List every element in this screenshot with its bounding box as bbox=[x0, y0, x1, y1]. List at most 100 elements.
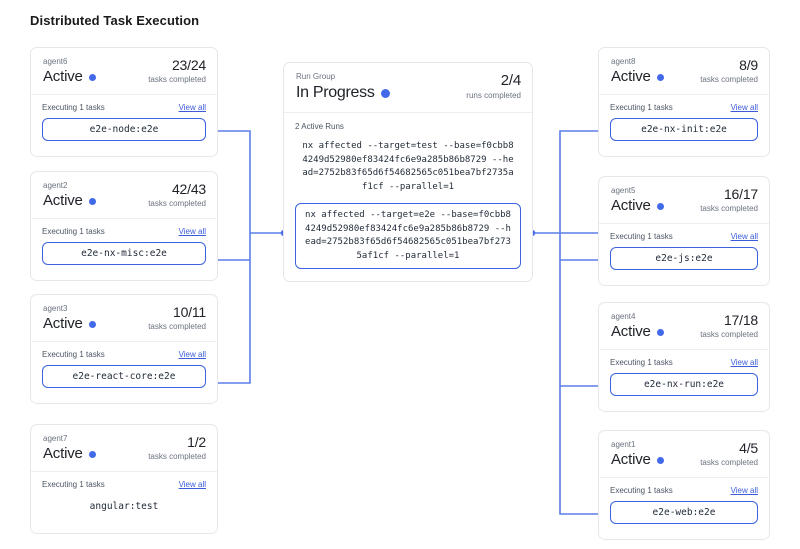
run-group-header: Run Group In Progress 2/4 runs completed bbox=[284, 63, 532, 113]
task-chip[interactable]: e2e-node:e2e bbox=[42, 118, 206, 141]
run-group-label: Run Group bbox=[296, 72, 336, 81]
agent-body-top: Executing 1 tasks View all bbox=[42, 227, 206, 236]
agent-card-agent2[interactable]: agent2 Active 42/43 tasks completed Exec… bbox=[30, 171, 218, 281]
agent-name: agent4 bbox=[611, 312, 636, 321]
agent-card-body: Executing 1 tasks View all e2e-nx-run:e2… bbox=[599, 350, 769, 406]
tasks-count: 16/17 bbox=[723, 186, 758, 202]
status-dot-icon bbox=[656, 329, 664, 336]
agent-count-block: 10/11 tasks completed bbox=[148, 304, 206, 332]
task-chip[interactable]: e2e-js:e2e bbox=[610, 247, 758, 270]
run-command-highlighted[interactable]: nx affected --target=e2e --base=f0cbb842… bbox=[295, 203, 521, 269]
runs-count-label: runs completed bbox=[466, 91, 521, 100]
view-all-link[interactable]: View all bbox=[730, 103, 758, 112]
task-chip[interactable]: e2e-nx-run:e2e bbox=[610, 373, 758, 396]
agent-card-agent5[interactable]: agent5 Active 16/17 tasks completed Exec… bbox=[598, 176, 770, 286]
agent-status-row: Active bbox=[611, 197, 758, 214]
agent-card-agent8[interactable]: agent8 Active 8/9 tasks completed Execut… bbox=[598, 47, 770, 157]
executing-label: Executing 1 tasks bbox=[42, 227, 105, 236]
agent-count-block: 23/24 tasks completed bbox=[148, 57, 206, 85]
tasks-count-label: tasks completed bbox=[148, 452, 206, 461]
agent-card-header: agent5 Active 16/17 tasks completed bbox=[599, 177, 769, 224]
task-chip[interactable]: angular:test bbox=[89, 501, 159, 512]
agent-name: agent1 bbox=[611, 440, 636, 449]
agent-status-text: Active bbox=[43, 445, 83, 462]
view-all-link[interactable]: View all bbox=[178, 103, 206, 112]
agent-card-header: agent7 Active 1/2 tasks completed bbox=[31, 425, 217, 472]
runs-count: 2/4 bbox=[500, 72, 521, 89]
agent-card-header: agent6 Active 23/24 tasks completed bbox=[31, 48, 217, 95]
status-dot-icon bbox=[88, 321, 96, 328]
agent-body-top: Executing 1 tasks View all bbox=[42, 350, 206, 359]
agent-card-agent3[interactable]: agent3 Active 10/11 tasks completed Exec… bbox=[30, 294, 218, 404]
agent-status-text: Active bbox=[43, 192, 83, 209]
run-group-status-row: In Progress bbox=[296, 83, 521, 102]
agent-status-row: Active bbox=[611, 451, 758, 468]
agent-status-text: Active bbox=[611, 68, 651, 85]
run-command[interactable]: nx affected --target=test --base=f0cbb84… bbox=[302, 141, 514, 192]
agent-card-agent4[interactable]: agent4 Active 17/18 tasks completed Exec… bbox=[598, 302, 770, 412]
agent-body-top: Executing 1 tasks View all bbox=[42, 103, 206, 112]
tasks-count-label: tasks completed bbox=[700, 330, 758, 339]
agent-count-block: 8/9 tasks completed bbox=[700, 57, 758, 85]
view-all-link[interactable]: View all bbox=[730, 486, 758, 495]
executing-label: Executing 1 tasks bbox=[610, 232, 673, 241]
agent-name: agent8 bbox=[611, 57, 636, 66]
tasks-count: 4/5 bbox=[739, 440, 758, 456]
agent-status-row: Active bbox=[43, 68, 206, 85]
view-all-link[interactable]: View all bbox=[178, 227, 206, 236]
status-dot-icon bbox=[88, 451, 96, 458]
task-chip[interactable]: e2e-web:e2e bbox=[610, 501, 758, 524]
tasks-count: 1/2 bbox=[187, 434, 206, 450]
task-chip[interactable]: e2e-nx-init:e2e bbox=[610, 118, 758, 141]
run-group-count-block: 2/4 runs completed bbox=[466, 72, 521, 101]
page-title: Distributed Task Execution bbox=[30, 13, 200, 28]
agent-status-row: Active bbox=[611, 68, 758, 85]
status-dot-icon bbox=[380, 89, 390, 98]
agent-card-body: Executing 1 tasks View all e2e-web:e2e bbox=[599, 478, 769, 534]
tasks-count: 17/18 bbox=[723, 312, 758, 328]
agent-card-body: Executing 1 tasks View all e2e-react-cor… bbox=[31, 342, 217, 398]
agent-card-header: agent3 Active 10/11 tasks completed bbox=[31, 295, 217, 342]
tasks-count: 10/11 bbox=[173, 304, 206, 320]
run-group-status-text: In Progress bbox=[296, 84, 375, 101]
view-all-link[interactable]: View all bbox=[178, 350, 206, 359]
agent-card-body: Executing 1 tasks View all e2e-node:e2e bbox=[31, 95, 217, 151]
view-all-link[interactable]: View all bbox=[730, 232, 758, 241]
agent-status-row: Active bbox=[43, 192, 206, 209]
agent-count-block: 4/5 tasks completed bbox=[700, 440, 758, 468]
view-all-link[interactable]: View all bbox=[730, 358, 758, 367]
agent-status-text: Active bbox=[611, 451, 651, 468]
agent-card-body: Executing 1 tasks View all e2e-nx-misc:e… bbox=[31, 219, 217, 275]
tasks-count-label: tasks completed bbox=[148, 75, 206, 84]
agent-body-top: Executing 1 tasks View all bbox=[42, 480, 206, 489]
agent-status-row: Active bbox=[611, 323, 758, 340]
agent-card-agent1[interactable]: agent1 Active 4/5 tasks completed Execut… bbox=[598, 430, 770, 540]
agent-card-agent6[interactable]: agent6 Active 23/24 tasks completed Exec… bbox=[30, 47, 218, 157]
status-dot-icon bbox=[656, 457, 664, 464]
executing-label: Executing 1 tasks bbox=[42, 350, 105, 359]
agent-name: agent5 bbox=[611, 186, 636, 195]
agent-count-block: 17/18 tasks completed bbox=[700, 312, 758, 340]
agent-body-top: Executing 1 tasks View all bbox=[610, 232, 758, 241]
agent-status-row: Active bbox=[43, 315, 206, 332]
agent-card-header: agent1 Active 4/5 tasks completed bbox=[599, 431, 769, 478]
status-dot-icon bbox=[656, 203, 664, 210]
agent-card-agent7[interactable]: agent7 Active 1/2 tasks completed Execut… bbox=[30, 424, 218, 534]
agent-card-header: agent8 Active 8/9 tasks completed bbox=[599, 48, 769, 95]
task-chip[interactable]: e2e-react-core:e2e bbox=[42, 365, 206, 388]
run-group-card[interactable]: Run Group In Progress 2/4 runs completed… bbox=[283, 62, 533, 282]
view-all-link[interactable]: View all bbox=[178, 480, 206, 489]
agent-body-top: Executing 1 tasks View all bbox=[610, 103, 758, 112]
task-chip[interactable]: e2e-nx-misc:e2e bbox=[42, 242, 206, 265]
status-dot-icon bbox=[88, 198, 96, 205]
tasks-count: 8/9 bbox=[739, 57, 758, 73]
agent-card-body: Executing 1 tasks View all e2e-js:e2e bbox=[599, 224, 769, 280]
agent-card-header: agent2 Active 42/43 tasks completed bbox=[31, 172, 217, 219]
tasks-count: 42/43 bbox=[171, 181, 206, 197]
status-dot-icon bbox=[88, 74, 96, 81]
agent-count-block: 16/17 tasks completed bbox=[700, 186, 758, 214]
tasks-count-label: tasks completed bbox=[700, 458, 758, 467]
tasks-count-label: tasks completed bbox=[148, 199, 206, 208]
agent-count-block: 1/2 tasks completed bbox=[148, 434, 206, 462]
